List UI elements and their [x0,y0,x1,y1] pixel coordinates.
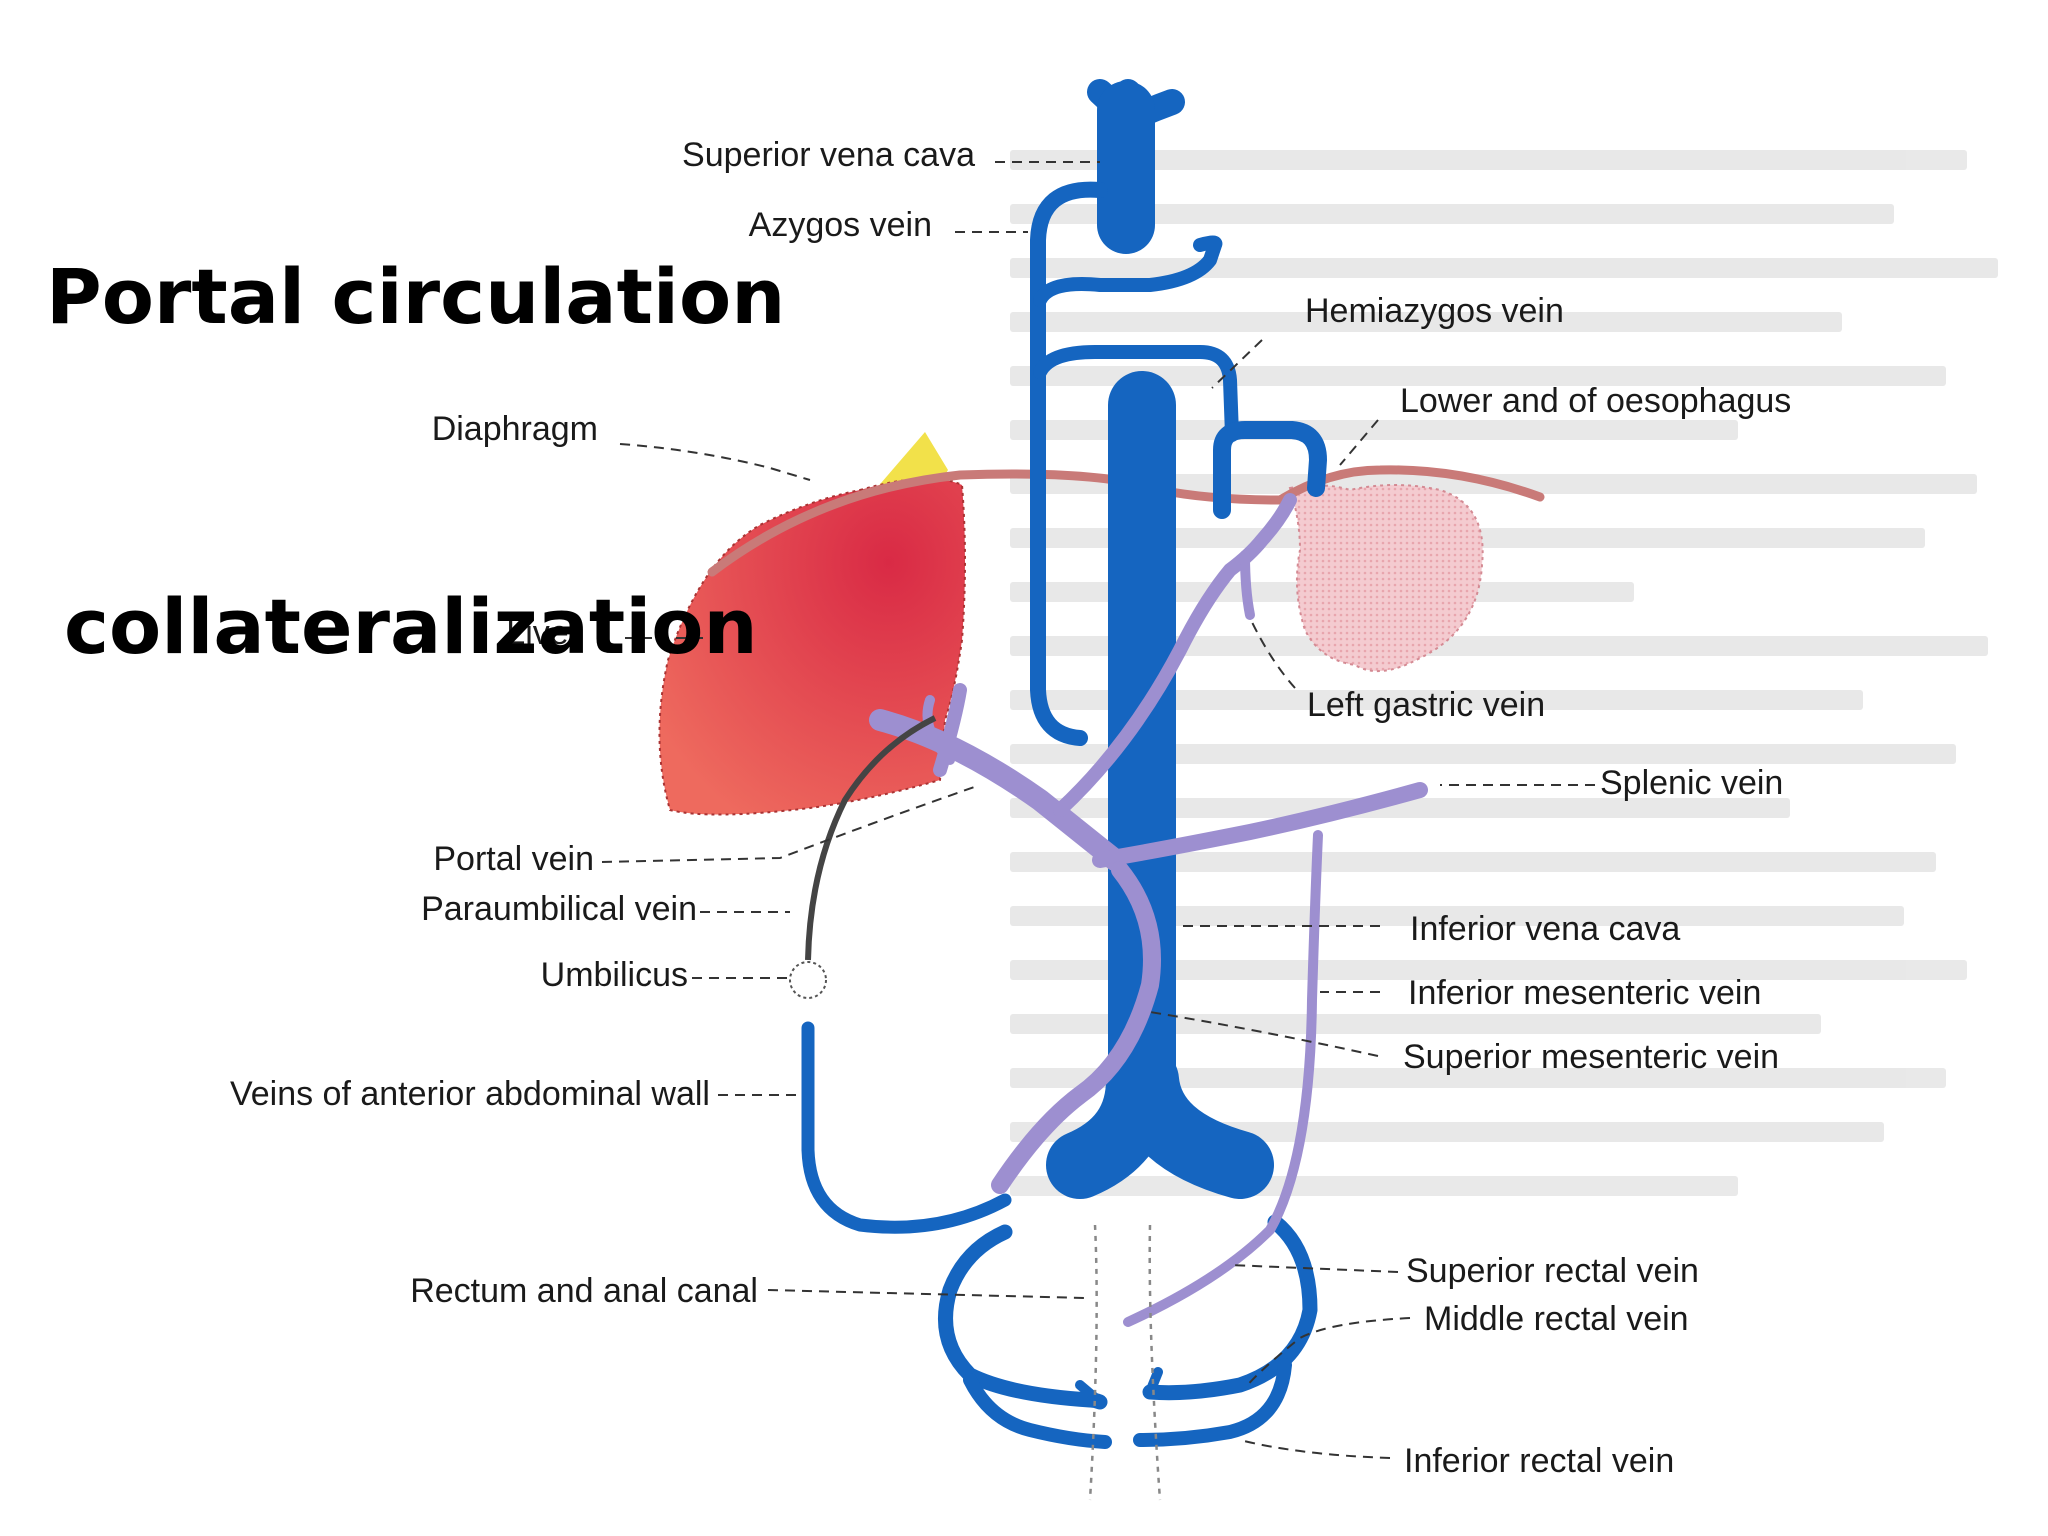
label-splenic-vein: Splenic vein [1600,764,1783,802]
leader-lines [601,161,1595,1459]
label-superior-vena-cava: Superior vena cava [682,136,975,174]
leader-inferior-rectal [1239,1439,1391,1459]
label-superior-mesenteric-vein: Superior mesenteric vein [1403,1038,1779,1076]
left-gastric-branch [1240,550,1255,620]
middle-rectal-branch [1075,1380,1105,1407]
inferior-mesenteric-vein [1123,830,1323,1327]
page-title: Portal circulation collateralization [46,22,785,792]
label-hemiazygos-vein: Hemiazygos vein [1305,292,1564,330]
leader-superior-mesenteric [1149,1011,1379,1057]
umbilicus-circle [789,961,827,999]
title-line-1: Portal circulation [46,252,786,341]
portal-veins [869,493,1428,1327]
label-inferior-vena-cava: Inferior vena cava [1410,910,1680,948]
superior-mesenteric-vein [991,861,1161,1194]
leader-rectum [767,1289,1086,1299]
label-veins-anterior-abdominal-wall: Veins of anterior abdominal wall [230,1075,710,1113]
label-portal-vein: Portal vein [433,840,594,878]
leader-left-gastric [1249,617,1296,689]
leader-diaphragm [619,443,811,481]
title-line-2: collateralization [64,582,758,671]
inferior-vena-cava [1046,371,1274,1199]
label-superior-rectal-vein: Superior rectal vein [1406,1252,1699,1290]
portal-vein [869,709,1126,871]
oesophageal-vein [1213,421,1327,519]
label-inferior-mesenteric-vein: Inferior mesenteric vein [1408,974,1761,1012]
label-inferior-rectal-vein: Inferior rectal vein [1404,1442,1674,1480]
label-umbilicus: Umbilicus [541,956,688,994]
portal-branch-upper [933,683,967,777]
label-paraumbilical-vein: Paraumbilical vein [421,890,697,928]
label-liver: Liver [506,614,580,652]
hemiazygos-vein [1033,235,1223,307]
leader-portal-vein [601,784,981,863]
label-middle-rectal-vein: Middle rectal vein [1424,1300,1689,1338]
label-lower-end-oesophagus: Lower and of oesophagus [1400,382,1791,420]
leader-hemiazygos [1211,339,1263,389]
azygos-vein [1030,181,1108,746]
leader-middle-rectal [1244,1317,1411,1389]
leader-superior-rectal [1229,1264,1399,1273]
systemic-veins [801,79,1327,1449]
paraumbilical-vein [805,715,937,961]
stomach-shape [1288,484,1484,673]
leader-oesophagus [1339,419,1379,466]
label-diaphragm: Diaphragm [432,410,598,448]
label-rectum-anal-canal: Rectum and anal canal [410,1272,758,1310]
left-gastric-vein [1053,493,1297,817]
anal-canal-outline [1088,1224,1162,1501]
label-azygos-vein: Azygos vein [749,206,932,244]
label-left-gastric-vein: Left gastric vein [1307,686,1545,724]
portal-branch-lower [922,695,955,765]
hemiazygos-lower [1033,345,1239,442]
inferior-rectal-left [963,1373,1112,1449]
anterior-abdominal-wall-vein [801,1021,1012,1234]
splenic-vein [1092,782,1428,868]
inferior-rectal-right [1133,1358,1292,1447]
labels: Superior vena cava Azygos vein Hemiazygo… [230,136,1791,1480]
rectal-plexus-right [1142,1214,1318,1401]
